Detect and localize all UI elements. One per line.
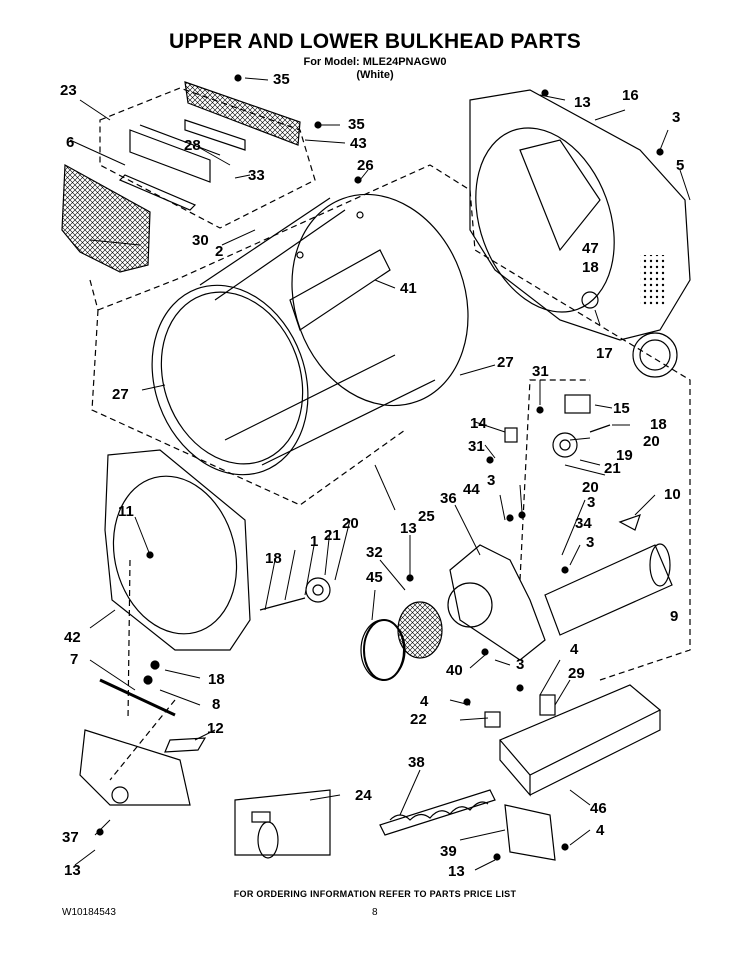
callout-9: 9 <box>670 608 678 625</box>
callout-33: 33 <box>248 167 265 184</box>
lint-housing <box>118 119 246 211</box>
callout-41: 41 <box>400 280 417 297</box>
wire-harness-kit <box>234 789 331 859</box>
callout-3: 3 <box>586 534 594 551</box>
callout-20: 20 <box>643 433 660 450</box>
thermal-fuse <box>539 694 556 716</box>
page-number: 8 <box>372 907 378 918</box>
callout-42: 42 <box>64 629 81 646</box>
high-limit-thermostat <box>484 711 501 728</box>
callout-27: 27 <box>497 354 514 371</box>
front-bulkhead <box>104 449 251 651</box>
heating-element <box>379 789 496 836</box>
bracket <box>164 737 207 753</box>
blower-wheel <box>360 601 443 681</box>
callout-21: 21 <box>604 460 621 477</box>
callout-7: 7 <box>70 651 78 668</box>
callout-1: 1 <box>310 533 318 550</box>
callout-8: 8 <box>212 696 220 713</box>
callout-45: 45 <box>366 569 383 586</box>
callout-13: 13 <box>400 520 417 537</box>
leader-lines <box>69 77 691 871</box>
model-line: For Model: MLE24PNAGW0 <box>303 56 447 68</box>
callout-28: 28 <box>184 137 201 154</box>
callout-13: 13 <box>64 862 81 879</box>
callout-23: 23 <box>60 82 77 99</box>
callout-37: 37 <box>62 829 79 846</box>
callout-20: 20 <box>342 515 359 532</box>
callout-3: 3 <box>587 494 595 511</box>
assembly-dashed-outlines <box>89 87 691 781</box>
lower-air-duct <box>79 729 191 806</box>
color-line: (White) <box>356 69 394 81</box>
callout-21: 21 <box>324 527 341 544</box>
page-title: UPPER AND LOWER BULKHEAD PARTS <box>168 30 581 53</box>
callout-14: 14 <box>470 415 487 432</box>
vent-grille <box>184 81 301 146</box>
callout-13: 13 <box>448 863 465 880</box>
callout-26: 26 <box>357 157 374 174</box>
callout-18: 18 <box>650 416 667 433</box>
callout-16: 16 <box>622 87 639 104</box>
ordering-note: FOR ORDERING INFORMATION REFER TO PARTS … <box>233 889 517 899</box>
callout-2: 2 <box>215 243 223 260</box>
callout-5: 5 <box>676 157 684 174</box>
callout-4: 4 <box>570 641 579 658</box>
exhaust-duct <box>544 543 673 636</box>
callout-31: 31 <box>532 363 549 380</box>
callout-46: 46 <box>590 800 607 817</box>
rear-bulkhead <box>469 89 691 378</box>
dryer-drum <box>151 193 469 476</box>
callout-3: 3 <box>672 109 680 126</box>
callout-44: 44 <box>463 481 480 498</box>
callout-35: 35 <box>348 116 365 133</box>
heater-duct <box>499 684 662 797</box>
callout-38: 38 <box>408 754 425 771</box>
callout-27: 27 <box>112 386 129 403</box>
callout-18: 18 <box>582 259 599 276</box>
callout-3: 3 <box>516 656 524 673</box>
callout-32: 32 <box>366 544 383 561</box>
callout-18: 18 <box>265 550 282 567</box>
thermostat-bracket <box>564 394 591 414</box>
part-callouts: 23 35 6 28 35 43 33 26 30 2 41 13 16 3 5… <box>60 71 684 880</box>
callout-39: 39 <box>440 843 457 860</box>
callout-17: 17 <box>596 345 613 362</box>
callout-34: 34 <box>575 515 592 532</box>
clip <box>504 427 518 443</box>
callout-6: 6 <box>66 134 74 151</box>
callout-4: 4 <box>596 822 605 839</box>
felt-seal <box>99 678 176 717</box>
callout-31: 31 <box>468 438 485 455</box>
callout-12: 12 <box>207 720 224 737</box>
lint-screen <box>61 164 151 273</box>
callout-29: 29 <box>568 665 585 682</box>
callout-11: 11 <box>118 503 134 520</box>
callout-10: 10 <box>664 486 681 503</box>
callout-30: 30 <box>192 232 209 249</box>
callout-25: 25 <box>418 508 435 525</box>
callout-43: 43 <box>350 135 367 152</box>
callout-4: 4 <box>420 693 429 710</box>
callout-35: 35 <box>273 71 290 88</box>
callout-3: 3 <box>487 472 495 489</box>
callout-24: 24 <box>355 787 372 804</box>
callout-13: 13 <box>574 94 591 111</box>
callout-36: 36 <box>440 490 457 507</box>
heat-shield <box>504 804 556 861</box>
clip-10 <box>618 514 641 531</box>
callout-22: 22 <box>410 711 427 728</box>
document-number: W10184543 <box>62 907 116 918</box>
roller-rear <box>552 424 611 458</box>
callout-47: 47 <box>582 240 599 257</box>
callout-15: 15 <box>613 400 630 417</box>
blower-housing <box>447 544 546 661</box>
blower-seal-ring <box>363 619 405 681</box>
screws <box>96 74 664 861</box>
callout-20: 20 <box>582 479 599 496</box>
callout-18: 18 <box>208 671 225 688</box>
callout-19: 19 <box>616 447 633 464</box>
callout-40: 40 <box>446 662 463 679</box>
